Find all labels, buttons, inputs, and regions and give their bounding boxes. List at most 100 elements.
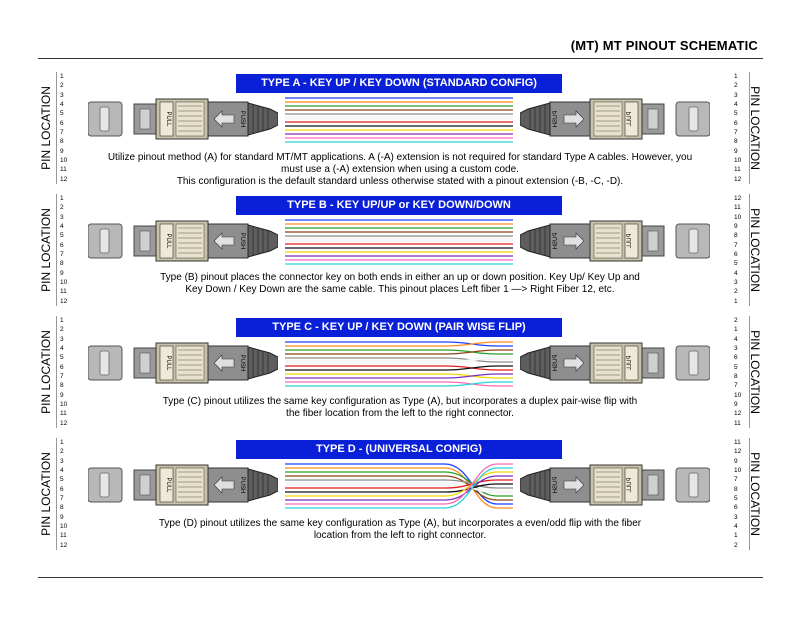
pin-number: 8 <box>734 485 738 493</box>
pin-number: 2 <box>60 326 64 334</box>
push-label: PUSH <box>553 477 559 494</box>
description-line: the fiber location from the left to the … <box>286 408 514 419</box>
pin-number: 5 <box>734 260 738 268</box>
pin-number: 7 <box>734 476 738 484</box>
ferrule-slot <box>688 472 699 498</box>
pin-number: 5 <box>60 476 64 484</box>
push-arrow-icon <box>563 354 585 372</box>
push-arrow-icon <box>213 232 235 250</box>
push-label: PUSH <box>239 111 245 128</box>
pin-number: 12 <box>60 297 68 305</box>
pin-number: 6 <box>60 485 64 493</box>
pin-number: 7 <box>734 382 738 390</box>
push-label: PUSH <box>553 111 559 128</box>
pin-location-label-left: PIN LOCATION <box>39 330 53 414</box>
ferrule-slot <box>688 106 699 132</box>
mt-connector-right: PULL PUSH <box>520 464 710 506</box>
pin-number: 4 <box>60 223 64 231</box>
pin-number: 11 <box>60 410 67 418</box>
pin-number: 12 <box>734 175 742 183</box>
description-line: Type (D) pinout utilizes the same key co… <box>158 518 642 529</box>
pin-number: 8 <box>734 138 738 146</box>
pin-number: 8 <box>60 138 64 146</box>
label-panel <box>175 345 205 381</box>
pin-number: 5 <box>60 110 64 118</box>
pin-number: 11 <box>60 288 67 296</box>
pin-number: 5 <box>734 110 738 118</box>
ferrule-face <box>647 352 659 374</box>
ferrule-slot <box>99 472 110 498</box>
fiber-ribbon <box>285 463 513 509</box>
pull-tab <box>159 345 174 381</box>
pull-label: PULL <box>165 233 171 249</box>
pin-number: 12 <box>734 448 742 456</box>
pin-number: 4 <box>60 345 64 353</box>
description-line: Utilize pinout method (A) for standard M… <box>107 152 693 163</box>
push-label: PUSH <box>553 233 559 250</box>
pin-number: 8 <box>734 232 738 240</box>
pin-number: 6 <box>60 119 64 127</box>
ferrule-face <box>647 230 659 252</box>
pin-number: 2 <box>60 448 64 456</box>
pin-number: 10 <box>60 401 68 409</box>
section-description: Type (C) pinout utilizes the same key co… <box>90 396 710 420</box>
pin-number: 12 <box>60 175 68 183</box>
ferrule-face <box>647 474 659 496</box>
pull-label: PULL <box>627 111 633 127</box>
ferrule-face <box>139 108 151 130</box>
pin-number: 6 <box>60 363 64 371</box>
page-title: (MT) MT PINOUT SCHEMATIC <box>570 38 758 53</box>
mt-connector-left: PULL PUSH <box>88 220 278 262</box>
section-type-c: TYPE C - KEY UP / KEY DOWN (PAIR WISE FL… <box>0 316 800 438</box>
push-arrow-icon <box>213 110 235 128</box>
fiber-line <box>285 467 513 509</box>
pin-location-label-right: PIN LOCATION <box>748 208 762 292</box>
label-panel <box>175 467 205 503</box>
pull-label: PULL <box>627 477 633 493</box>
pull-label: PULL <box>627 233 633 249</box>
pin-number: 11 <box>734 439 741 446</box>
ferrule-slot <box>99 106 110 132</box>
pin-number: 9 <box>60 513 64 521</box>
pin-number: 10 <box>734 157 742 165</box>
pin-number: 5 <box>60 354 64 362</box>
fiber-ribbon <box>285 219 513 265</box>
bottom-rule <box>38 577 763 578</box>
section-description: Utilize pinout method (A) for standard M… <box>90 152 710 188</box>
pin-number: 12 <box>734 195 742 202</box>
pin-number: 11 <box>734 419 741 427</box>
pin-number: 3 <box>734 279 738 287</box>
pin-number: 10 <box>734 467 742 475</box>
push-label: PUSH <box>239 233 245 250</box>
fiber-ribbon <box>285 97 513 143</box>
pin-number: 9 <box>734 401 738 409</box>
pin-number: 5 <box>734 363 738 371</box>
pin-number: 8 <box>60 504 64 512</box>
pin-number: 9 <box>734 223 738 231</box>
push-arrow-icon <box>213 476 235 494</box>
fiber-line <box>285 341 513 347</box>
section-banner: TYPE B - KEY UP/UP or KEY DOWN/DOWN <box>236 196 562 215</box>
pin-number: 3 <box>60 213 64 221</box>
pin-number: 1 <box>734 326 738 334</box>
fiber-line <box>285 463 513 505</box>
pin-number: 1 <box>734 532 738 540</box>
pin-number: 3 <box>734 345 738 353</box>
pin-number: 5 <box>60 232 64 240</box>
pin-number: 9 <box>734 147 738 155</box>
pin-number: 4 <box>734 101 738 109</box>
pin-number: 11 <box>60 532 67 540</box>
fiber-ribbon <box>285 341 513 387</box>
pin-number: 3 <box>734 91 738 99</box>
pin-number: 1 <box>60 439 64 446</box>
pin-number: 2 <box>60 204 64 212</box>
pin-number: 3 <box>734 513 738 521</box>
pin-number: 7 <box>734 129 738 137</box>
pin-number: 4 <box>734 335 738 343</box>
section-type-b: TYPE B - KEY UP/UP or KEY DOWN/DOWN PIN L… <box>0 194 800 316</box>
